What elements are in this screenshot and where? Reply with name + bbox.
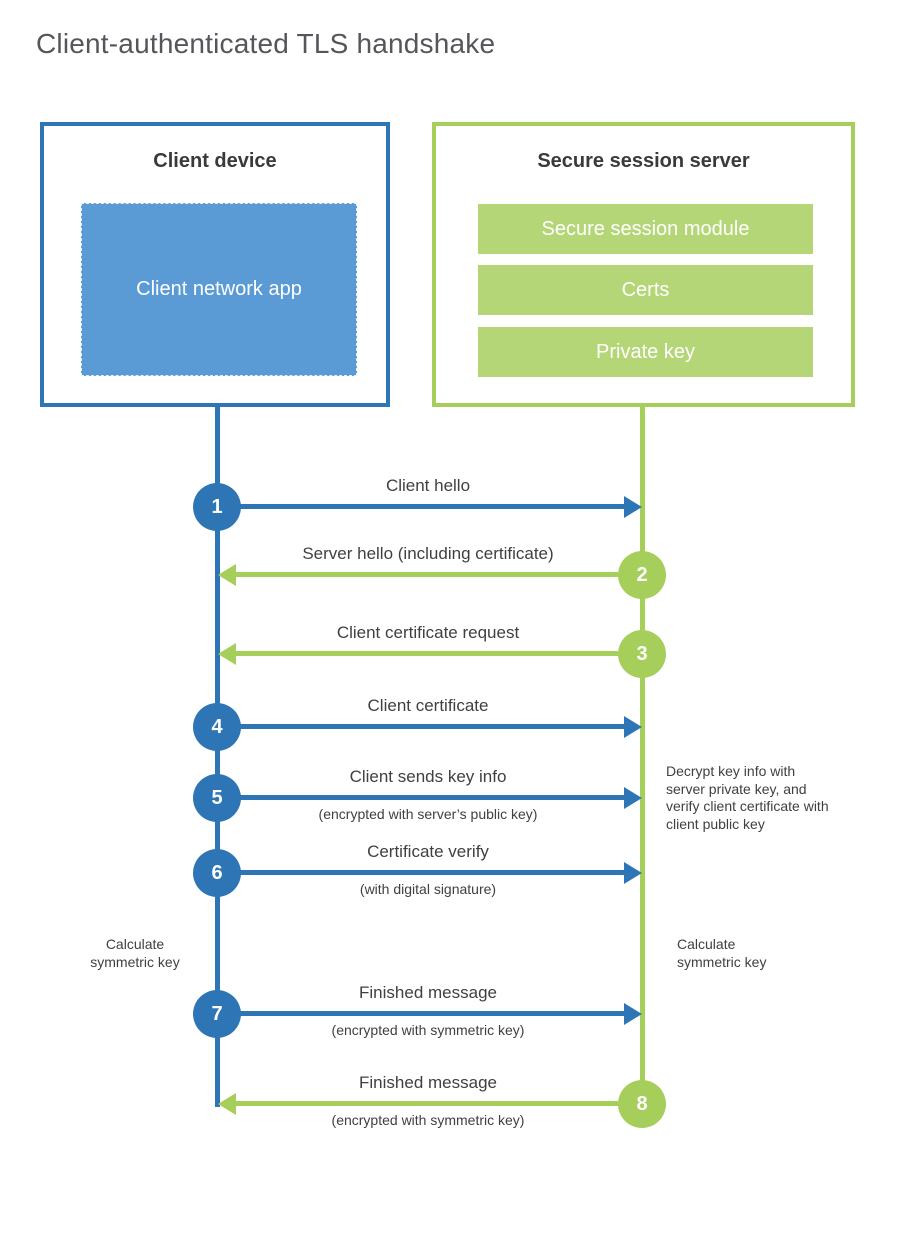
message-1-label: Client hello — [385, 476, 471, 495]
arrow-head-right-icon — [624, 716, 642, 738]
step-circle-7: 7 — [193, 990, 241, 1038]
step-circle-3: 3 — [618, 630, 666, 678]
arrow-head-right-icon — [624, 862, 642, 884]
message-8-arrow — [234, 1101, 618, 1106]
message-1-arrow — [240, 504, 626, 509]
message-3-label: Client certificate request — [336, 623, 520, 642]
client-device-title: Client device — [153, 150, 277, 172]
arrow-head-right-icon — [624, 496, 642, 518]
server-decrypt-note: Decrypt key info with server private key… — [666, 763, 829, 832]
step-circle-1: 1 — [193, 483, 241, 531]
client-lifeline — [215, 407, 220, 1107]
message-8-label: Finished message — [359, 1073, 497, 1092]
server-calculate-note: Calculate symmetric key — [677, 936, 767, 970]
server-lifeline — [640, 407, 645, 1104]
secure-session-server-box: Secure session server Secure session mod… — [432, 122, 855, 407]
step-circle-6: 6 — [193, 849, 241, 897]
message-5-subtitle: (encrypted with server’s public key) — [318, 806, 538, 822]
arrow-head-left-icon — [218, 1093, 236, 1115]
step-circle-8: 8 — [618, 1080, 666, 1128]
step-circle-4: 4 — [193, 703, 241, 751]
page-title: Client-authenticated TLS handshake — [36, 28, 496, 59]
message-6-label: Certificate verify — [367, 842, 489, 861]
client-device-box: Client device Client network app — [40, 122, 390, 407]
message-2-label: Server hello (including certificate) — [302, 544, 554, 563]
arrow-head-right-icon — [624, 1003, 642, 1025]
client-network-app-box: Client network app — [81, 203, 357, 376]
step-circle-5: 5 — [193, 774, 241, 822]
client-network-app-label: Client network app — [136, 278, 302, 300]
message-7-label: Finished message — [359, 983, 497, 1002]
server-module-certs: Certs — [478, 265, 813, 315]
arrow-head-left-icon — [218, 564, 236, 586]
message-4-arrow — [240, 724, 626, 729]
arrow-head-left-icon — [218, 643, 236, 665]
message-6-subtitle: (with digital signature) — [359, 881, 497, 897]
server-module-private-key: Private key — [478, 327, 813, 377]
message-7-subtitle: (encrypted with symmetric key) — [331, 1022, 525, 1038]
server-module-secure-session: Secure session module — [478, 204, 813, 254]
secure-session-server-title: Secure session server — [537, 150, 750, 172]
message-5-arrow — [240, 795, 626, 800]
step-circle-2: 2 — [618, 551, 666, 599]
client-calculate-note: Calculate symmetric key — [90, 936, 180, 970]
message-4-label: Client certificate — [367, 696, 489, 715]
message-5-label: Client sends key info — [349, 767, 507, 786]
message-7-arrow — [240, 1011, 626, 1016]
message-3-arrow — [234, 651, 618, 656]
message-6-arrow — [240, 870, 626, 875]
arrow-head-right-icon — [624, 787, 642, 809]
message-8-subtitle: (encrypted with symmetric key) — [331, 1112, 525, 1128]
message-2-arrow — [234, 572, 618, 577]
